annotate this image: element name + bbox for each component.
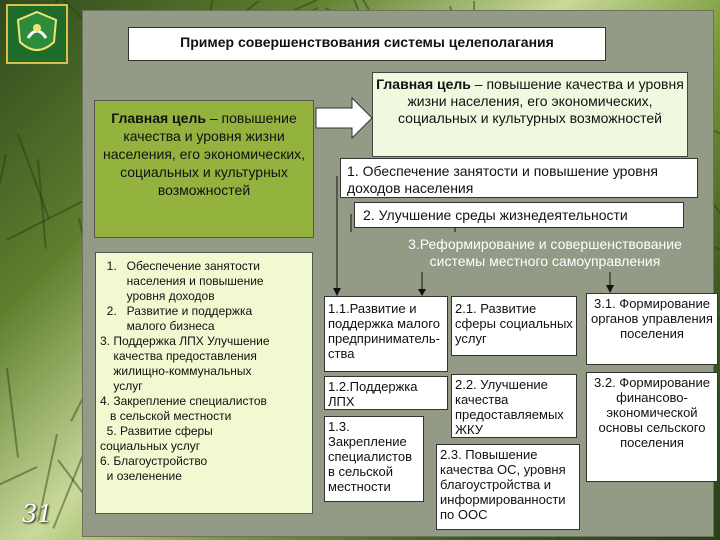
list-item: 3. Поддержка ЛПХ Улучшение качества пред… xyxy=(100,334,270,393)
main-goal-text: – повышение качества и уровня жизни насе… xyxy=(398,76,684,126)
list-item: 1. Обеспечение занятости населения и пов… xyxy=(106,259,264,303)
subgoal-1-1: 1.1.Развитие и поддержка малого предприн… xyxy=(324,296,448,372)
main-goal-box: Главная цель – повышение качества и уров… xyxy=(372,72,688,157)
main-goal-label: Главная цель xyxy=(376,76,471,92)
goal-1-box: 1. Обеспечение занятости и повышение уро… xyxy=(340,158,698,198)
subgoal-2-1: 2.1. Развитие сферы социальных услуг xyxy=(451,296,577,356)
subgoal-3-2: 3.2. Формирование финансово-экономическо… xyxy=(586,372,718,482)
left-main-goal-box: Главная цель – повышение качества и уров… xyxy=(94,100,314,238)
list-item: 6. Благоустройство и озеленение xyxy=(100,454,208,483)
page-title: Пример совершенствования системы целепол… xyxy=(128,27,606,61)
goal-2-box: 2. Улучшение среды жизнедеятельности xyxy=(354,202,684,228)
subgoal-3-1: 3.1. Формирование органов управления пос… xyxy=(586,293,718,365)
subgoal-2-2: 2.2. Улучшение качества предоставляемых … xyxy=(451,374,577,438)
left-goal-text: – повышение качества и уровня жизни насе… xyxy=(102,110,306,198)
list-item: 5. Развитие сферы социальных услуг xyxy=(100,424,213,453)
coat-of-arms-icon xyxy=(6,4,68,64)
subgoal-1-3: 1.3. Закрепление специалистов в сельской… xyxy=(324,416,424,502)
list-item: 4. Закрепление специалистов в сельской м… xyxy=(100,394,267,423)
goal-3-box: 3.Реформирование и совершенствование сис… xyxy=(408,236,682,269)
subgoal-2-3: 2.3. Повышение качества ОС, уровня благо… xyxy=(436,444,580,530)
left-goal-label: Главная цель xyxy=(111,110,206,126)
list-item: 2. Развитие и поддержка малого бизнеса xyxy=(106,304,253,333)
page-number: 31 xyxy=(22,500,53,528)
subgoal-1-2: 1.2.Поддержка ЛПХ xyxy=(324,376,448,410)
left-task-list: 1. Обеспечение занятости населения и пов… xyxy=(95,252,313,514)
